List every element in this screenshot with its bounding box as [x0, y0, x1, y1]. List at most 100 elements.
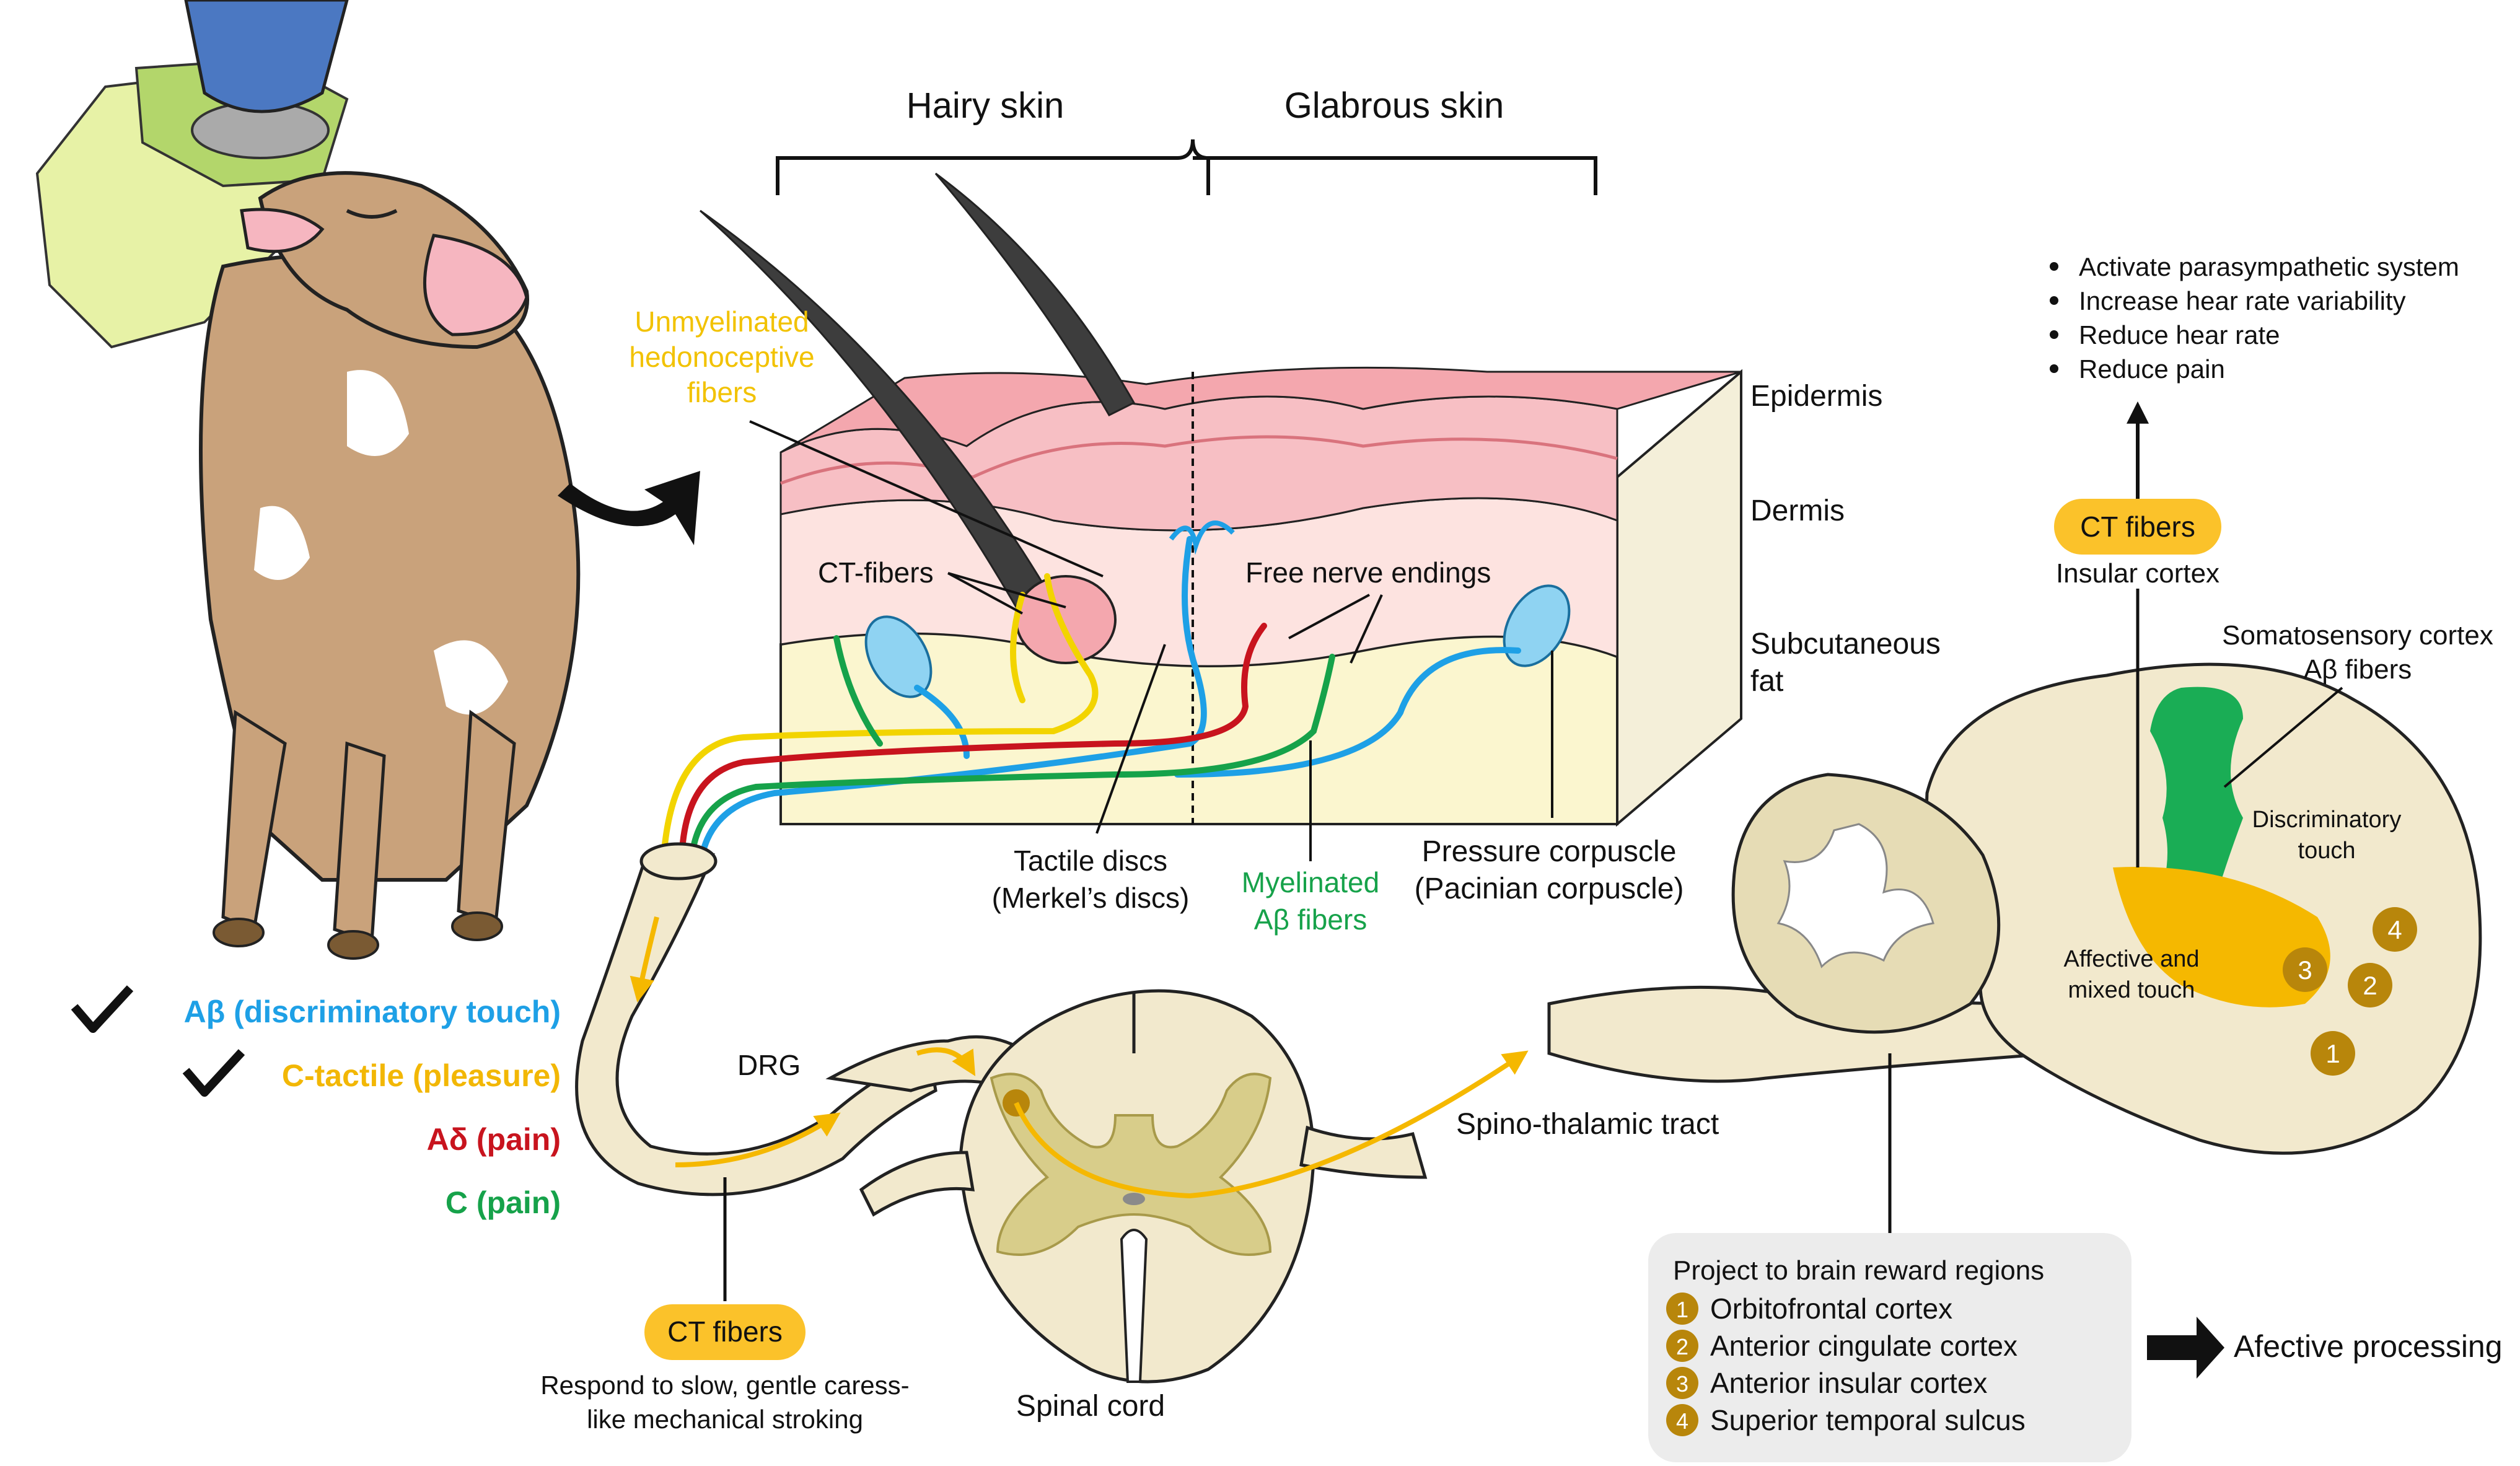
unmyelinated-leader — [749, 420, 1104, 577]
region-marker-2 — [2348, 963, 2392, 1007]
epidermis-inner-line — [780, 435, 1618, 485]
unmyelinated-label-3: fibers — [687, 376, 757, 408]
reward-item-4: Superior temporal sulcus — [1710, 1404, 2026, 1436]
unmyelinated-label-1: Unmyelinated — [634, 305, 809, 338]
nerve-trunk — [575, 853, 937, 1196]
fiber-ad-red — [678, 623, 1267, 871]
brush-handle — [184, 0, 349, 113]
fat-label: fat — [1750, 665, 1783, 698]
cow-illustration — [35, 0, 581, 960]
legend-c: C (pain) — [446, 1185, 561, 1220]
epidermis-top — [780, 366, 1742, 454]
somato-label-2: Aβ fibers — [2304, 654, 2412, 685]
reward-item-2: Anterior cingulate cortex — [1710, 1330, 2017, 1362]
reward-box-bg — [1648, 1233, 2131, 1462]
cow-hoof-2 — [327, 930, 379, 960]
reward-item-3: Anterior insular cortex — [1710, 1367, 1987, 1399]
drg-label: DRG — [737, 1049, 801, 1081]
fiber-ab-pacinian — [1174, 647, 1521, 778]
free-nerve-leader-2 — [1350, 594, 1383, 664]
legend-ab: Aβ (discriminatory touch) — [184, 994, 561, 1029]
region-marker-4-text: 4 — [2387, 915, 2402, 944]
unmyelinated-label-2: hedonoceptive — [629, 341, 814, 373]
free-nerve-label: Free nerve endings — [1245, 556, 1491, 589]
signal-arrow-tract — [1014, 1050, 1529, 1199]
ventral-fissure — [1120, 1229, 1148, 1383]
tactile-label-2: (Merkel’s discs) — [992, 882, 1190, 914]
affective-label-2: mixed touch — [2068, 977, 2195, 1003]
tactile-label-1: Tactile discs — [1014, 845, 1167, 877]
region-marker-2-text: 2 — [2363, 971, 2377, 1000]
reward-num-4-text: 4 — [1676, 1408, 1688, 1434]
fiber-c-green — [688, 654, 1335, 871]
reward-num-3-text: 3 — [1676, 1371, 1688, 1397]
region-marker-1-text: 1 — [2325, 1039, 2340, 1068]
respond-label-1: Respond to slow, gentle caress- — [540, 1371, 909, 1400]
bullet-3 — [2050, 330, 2058, 339]
cow-spot-2 — [434, 640, 508, 715]
free-nerve-ending-blue — [1169, 520, 1235, 555]
check-icon-ct — [182, 1049, 245, 1097]
cow-to-skin-arrow — [558, 471, 700, 545]
effect-3: Reduce hear rate — [2079, 320, 2280, 349]
reward-num-2-text: 2 — [1676, 1334, 1688, 1359]
glabrous-skin-label: Glabrous skin — [1284, 86, 1504, 126]
ct-fibers-label: CT-fibers — [818, 556, 934, 589]
reward-num-4 — [1666, 1404, 1698, 1436]
grey-matter — [990, 1073, 1272, 1256]
myelinated-label-1: Myelinated — [1242, 866, 1379, 898]
spinal-section: DRG Spino-thalamic tract CT fibers Respo… — [540, 842, 2068, 1434]
reward-box: Project to brain reward regions 1 Orbito… — [1648, 1053, 2503, 1462]
signal-arrow-1 — [630, 916, 659, 1003]
hairy-skin-bracket — [776, 139, 1210, 195]
region-marker-3 — [2283, 947, 2327, 992]
pacinian-corpuscle — [1503, 584, 1571, 667]
fiber-ct-yellow-2 — [1010, 592, 1025, 703]
ct-fibers-badge-brain-text: CT fibers — [2080, 511, 2195, 543]
hair-follicle — [1015, 575, 1117, 664]
bullet-2 — [2050, 296, 2058, 305]
subcutaneous-label: Subcutaneous — [1750, 628, 1941, 661]
hairy-skin-label: Hairy skin — [907, 86, 1065, 126]
signal-arrow-2 — [675, 1112, 841, 1167]
spinal-cord-label: Spinal cord — [1016, 1390, 1165, 1423]
discrim-label-2: touch — [2298, 838, 2356, 864]
dorsal-root — [825, 1035, 1030, 1093]
check-icon-ab — [71, 985, 134, 1033]
insular-region — [2113, 867, 2330, 1007]
ct-fibers-badge-brain — [2054, 499, 2221, 555]
fiber-ct-yellow — [660, 573, 1099, 871]
effects-list: Activate parasympathetic system Increase… — [2050, 252, 2459, 384]
region-marker-3-text: 3 — [2298, 955, 2312, 985]
fiber-c-green-2 — [833, 635, 883, 747]
brain-section: CT fibers Insular cortex Activate parasy… — [1547, 252, 2493, 1155]
tract-label: Spino-thalamic tract — [1456, 1108, 1719, 1141]
somato-label-1: Somatosensory cortex — [2222, 620, 2493, 651]
effect-2: Increase hear rate variability — [2079, 286, 2406, 315]
legend-ad: Aδ (pain) — [427, 1122, 561, 1157]
bullet-4 — [2050, 364, 2058, 373]
cow-hoof-3 — [451, 911, 503, 941]
pressure-label-1: Pressure corpuscle — [1422, 835, 1677, 868]
meissner-corpuscle — [864, 615, 933, 698]
tactile-leader — [1095, 644, 1166, 834]
cow-hoof-1 — [213, 918, 265, 947]
affective-label-1: Affective and — [2063, 946, 2199, 972]
outcome-label: Afective processing — [2234, 1329, 2503, 1364]
reward-num-1-text: 1 — [1676, 1297, 1688, 1322]
skin-side-face — [1616, 369, 1742, 827]
reward-num-3 — [1666, 1367, 1698, 1399]
somatosensory-region — [2150, 687, 2243, 911]
cow-eye — [346, 209, 398, 219]
insular-label: Insular cortex — [2056, 558, 2219, 589]
effect-4: Reduce pain — [2079, 354, 2225, 384]
cow-ear — [240, 208, 325, 253]
cerebellum-arbor — [1776, 823, 1934, 968]
glabrous-skin-bracket — [1193, 156, 1597, 195]
region-marker-1 — [2311, 1031, 2355, 1076]
fiber-legend: Aβ (discriminatory touch) C-tactile (ple… — [71, 985, 561, 1220]
epidermis-label: Epidermis — [1750, 380, 1882, 413]
outcome-arrow — [2147, 1317, 2224, 1379]
respond-label-2: like mechanical stroking — [587, 1405, 863, 1434]
